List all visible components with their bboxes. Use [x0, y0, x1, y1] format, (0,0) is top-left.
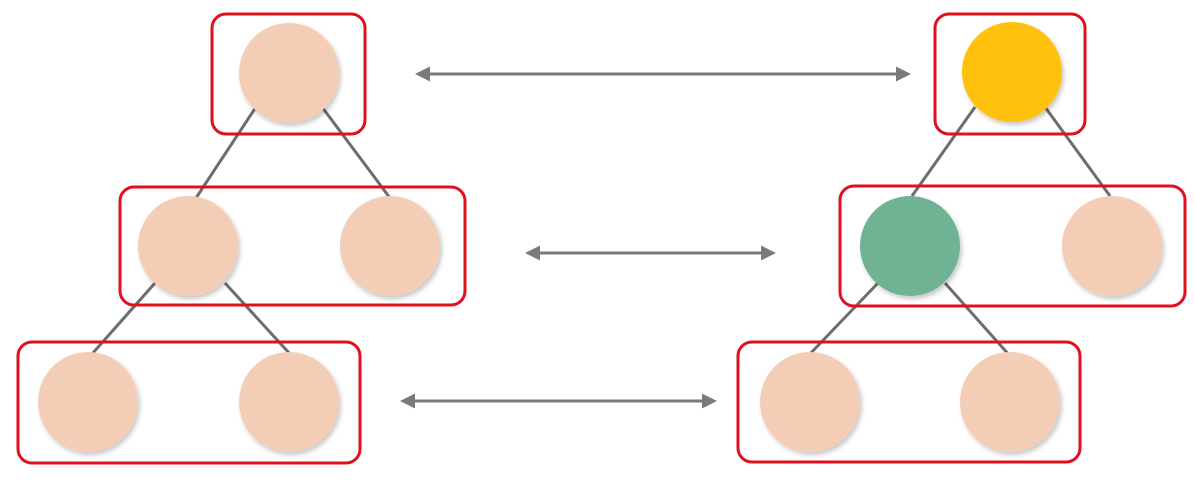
right-level-2-node-1 — [860, 196, 960, 296]
level-arrows — [400, 66, 911, 409]
edge-left-child-to-left-leaf — [806, 281, 880, 358]
edge-root-to-left-child — [910, 106, 977, 197]
right-level-2-box — [838, 184, 1187, 308]
right-level-3-node-1 — [760, 352, 860, 452]
right-root-node — [962, 22, 1062, 122]
left-tree — [16, 12, 467, 465]
edge-left-child-to-right-leaf — [943, 282, 1012, 357]
left-level-2-node-2 — [340, 196, 440, 296]
right-tree — [736, 12, 1187, 464]
left-level-2-box — [118, 185, 467, 307]
left-level-1-box — [210, 12, 367, 136]
left-level-2-node-1 — [138, 196, 238, 296]
left-level-3-node-1 — [38, 352, 138, 452]
left-level-3-node-2 — [239, 352, 339, 452]
edge-root-to-right-child — [1043, 106, 1112, 197]
right-level-3-box — [736, 340, 1082, 464]
right-level-1-box — [933, 12, 1087, 136]
edge-root-to-right-child — [320, 106, 392, 199]
left-level-3-box — [16, 340, 362, 465]
right-level-2-node-2 — [1062, 196, 1162, 296]
left-root-node — [239, 23, 339, 123]
edge-root-to-left-child — [194, 106, 258, 199]
right-level-3-node-2 — [960, 352, 1060, 452]
